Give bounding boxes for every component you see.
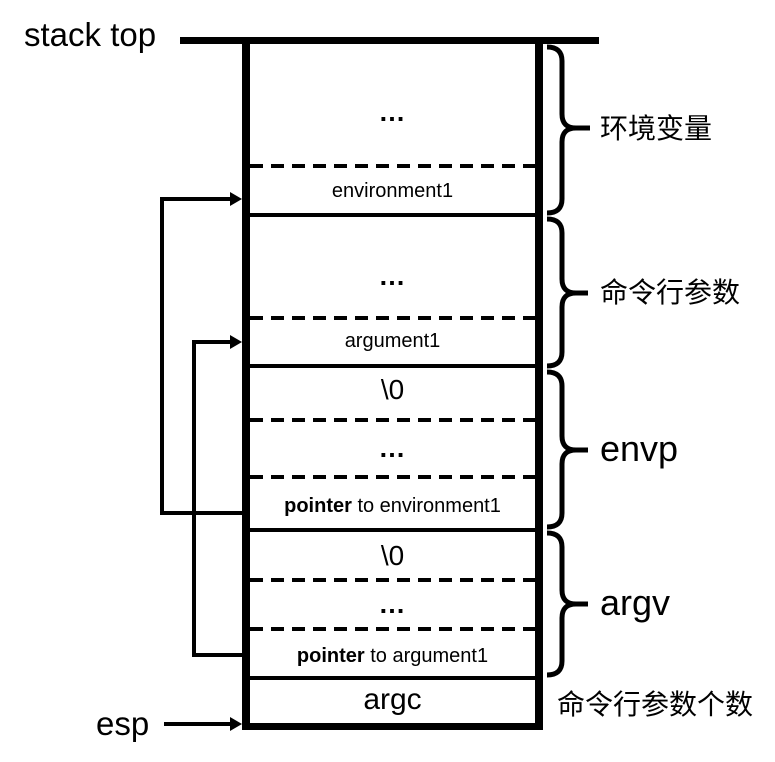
argv-ellipsis-cell: … — [378, 589, 407, 619]
environment1-cell: environment1 — [331, 180, 454, 202]
dashed-separator-envp-1 — [250, 418, 535, 422]
pointer-target: to argument1 — [364, 645, 489, 667]
separator-envp-argv — [250, 528, 535, 532]
argc-cell: argc — [363, 683, 422, 716]
esp-label: esp — [96, 705, 150, 742]
argument1-cell: argument1 — [344, 330, 441, 352]
argc-note-label: 命令行参数个数 — [557, 689, 754, 720]
dashed-separator-env — [250, 164, 535, 168]
env-pointer-line-top — [160, 197, 232, 201]
envp-ellipsis-cell: … — [378, 433, 407, 463]
envp-brace — [546, 369, 588, 530]
arg-pointer-arrowhead-icon — [230, 335, 242, 349]
esp-arrow-line — [164, 722, 230, 726]
env-pointer-arrowhead-icon — [230, 192, 242, 206]
pointer-target: to environment1 — [351, 495, 501, 517]
dashed-separator-argv-1 — [250, 578, 535, 582]
esp-arrowhead-icon — [230, 717, 242, 731]
arg-pointer-line-vertical — [192, 340, 196, 657]
arg-pointer-line-bottom — [192, 653, 246, 657]
cmd-args-brace — [546, 216, 588, 369]
pointer-to-argument1-cell: pointer to argument1 — [250, 643, 535, 669]
env-pointer-line-bottom — [160, 511, 246, 515]
stack-top-label: stack top — [24, 16, 157, 53]
separator-args-envp — [250, 364, 535, 368]
braces-graphic — [546, 44, 590, 678]
argv-brace — [546, 530, 588, 678]
dashed-separator-envp-2 — [250, 475, 535, 479]
stack-box-bottom-edge — [242, 723, 543, 730]
arg-pointer-line-top — [192, 340, 232, 344]
env-ellipsis-cell: … — [378, 97, 407, 127]
separator-env-args — [250, 213, 535, 217]
envp-null-cell: \0 — [380, 374, 405, 405]
pointer-to-environment1-cell: pointer to environment1 — [250, 493, 535, 519]
dashed-separator-args — [250, 316, 535, 320]
pointer-keyword: pointer — [296, 645, 365, 667]
envp-label: envp — [600, 428, 679, 469]
separator-argv-argc — [250, 676, 535, 680]
argv-null-cell: \0 — [380, 540, 405, 571]
env-vars-label: 环境变量 — [600, 113, 713, 144]
stack-top-line — [180, 37, 599, 44]
argv-label: argv — [600, 582, 671, 623]
args-ellipsis-cell: … — [378, 261, 407, 291]
stack-box-left-edge — [242, 37, 250, 730]
stack-box-right-edge — [535, 37, 543, 730]
dashed-separator-argv-2 — [250, 627, 535, 631]
env-pointer-line-vertical — [160, 197, 164, 515]
env-vars-brace — [546, 44, 590, 216]
cmd-args-label: 命令行参数 — [600, 277, 741, 308]
pointer-keyword: pointer — [284, 495, 352, 517]
